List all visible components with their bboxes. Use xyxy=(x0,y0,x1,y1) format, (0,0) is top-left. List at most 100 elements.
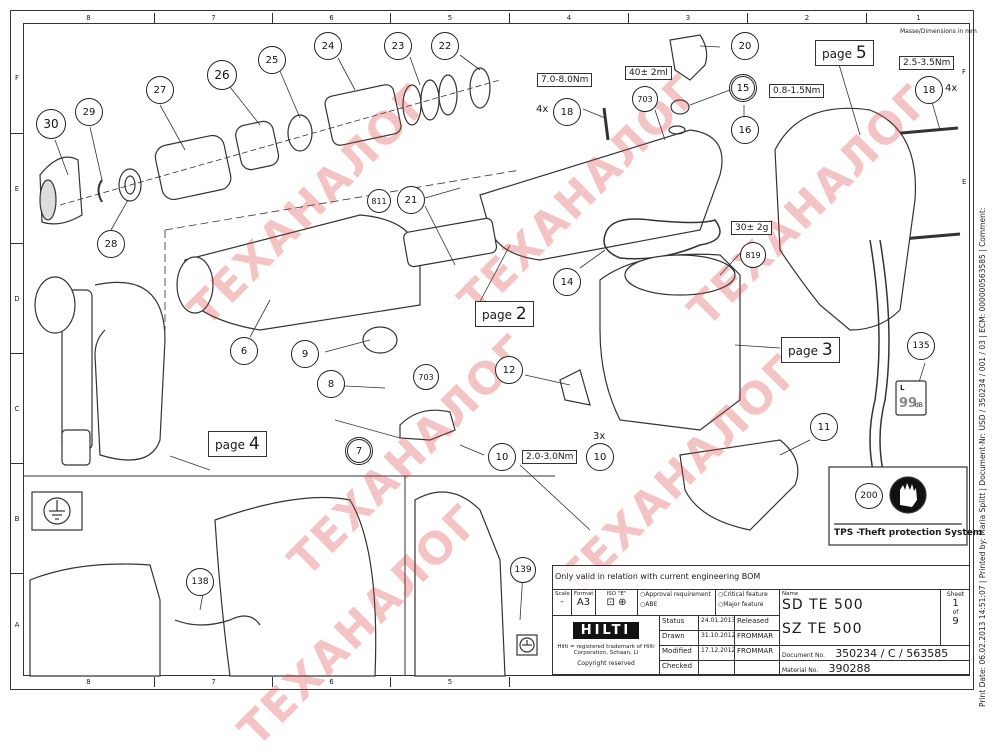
callout-28: 28 xyxy=(97,230,125,258)
sheet-cell: Sheet 1 of 9 xyxy=(941,590,970,646)
zone-row-f-right: F xyxy=(962,68,967,76)
zone-col-3: 3 xyxy=(629,13,748,23)
brand-cell: HILTI Hilti = registered trademark of Hi… xyxy=(553,616,660,675)
callout-6: 6 xyxy=(230,337,258,365)
sheet-number: 1 xyxy=(952,598,959,609)
modified-label: Modified xyxy=(660,646,699,661)
callout-26: 26 xyxy=(207,60,237,90)
name-cell: Name SD TE 500 SZ TE 500 xyxy=(780,590,941,646)
sheet-total: 9 xyxy=(952,616,959,627)
iso-cell: ISO "E" ⊡ ⊕ xyxy=(596,590,638,616)
part-22-oring xyxy=(469,67,491,109)
sheet-of: of xyxy=(952,609,959,616)
sheet-label: Sheet xyxy=(946,591,965,598)
page-ref-4[interactable]: page 4 xyxy=(208,431,267,457)
iso-projection-icon: ⊡ ⊕ xyxy=(606,597,627,608)
product-name-1: SD TE 500 xyxy=(782,597,864,613)
zone-row-c: C xyxy=(11,354,23,464)
detail-handle-middle xyxy=(214,496,377,677)
page-ref-5[interactable]: page 5 xyxy=(815,40,874,66)
zone-col-5-bottom: 5 xyxy=(391,677,510,687)
approval-radio[interactable]: ○ xyxy=(640,591,646,598)
gear-housing xyxy=(479,129,723,261)
checked-label: Checked xyxy=(660,661,699,675)
page-ref-number: 4 xyxy=(248,434,260,454)
material-number-value: 390288 xyxy=(828,662,871,675)
qty-10: 3x xyxy=(593,431,606,442)
callout-8: 8 xyxy=(317,370,345,398)
zone-ruler-top: 8 7 6 5 4 3 2 1 xyxy=(23,13,970,23)
part-9-ring xyxy=(362,326,398,354)
part-18-screw-right xyxy=(889,126,959,136)
major-feature-radio[interactable]: ○ xyxy=(718,601,724,608)
drawn-date: 31.10.2012 xyxy=(699,631,735,646)
page-ref-2[interactable]: page 2 xyxy=(475,301,534,327)
trademark-note: Hilti = registered trademark of Hilti Co… xyxy=(557,644,655,656)
callout-138: 138 xyxy=(186,568,214,596)
zone-row-e-right: E xyxy=(962,178,967,186)
drawing-outer-frame xyxy=(10,10,974,690)
part-25-ring xyxy=(287,114,313,152)
part-24-mechanism xyxy=(324,84,402,146)
document-number-value: 350234 / C / 563585 xyxy=(835,647,949,660)
callout-16: 16 xyxy=(731,116,759,144)
callout-24: 24 xyxy=(314,32,342,60)
format-cell: Format A3 xyxy=(572,590,596,616)
product-name-2: SZ TE 500 xyxy=(782,621,863,637)
callout-20: 20 xyxy=(731,32,759,60)
page-ref-label: page xyxy=(822,47,852,61)
callout-23: 23 xyxy=(384,32,412,60)
page-ref-label: page xyxy=(788,344,818,358)
checked-date xyxy=(699,661,735,675)
tps-caption: TPS -Theft protection System xyxy=(834,528,983,538)
page-ref-number: 3 xyxy=(821,340,833,360)
detail-gearbox-left xyxy=(29,563,161,677)
page-ref-label: page xyxy=(482,308,512,322)
zone-col-1: 1 xyxy=(916,14,921,22)
print-info: Print Date: 06.02.2013 14:51:07 | Printe… xyxy=(978,207,987,707)
callout-18-right: 18 xyxy=(915,76,943,104)
rear-handle xyxy=(774,107,917,331)
callout-22: 22 xyxy=(431,32,459,60)
part-12-label xyxy=(559,369,591,406)
critical-feature-label: Critical feature xyxy=(723,591,768,598)
zone-row-e: E xyxy=(11,134,23,244)
scale-cell: Scale - xyxy=(553,590,572,616)
torque-spec-18-left: 7.0-8.0Nm xyxy=(537,73,593,87)
part-135-noise-label xyxy=(895,380,927,416)
abe-radio[interactable]: ○ xyxy=(640,601,646,608)
feature-cell: ○Critical feature ○Major feature xyxy=(716,590,780,616)
exploded-view-artwork xyxy=(23,34,968,677)
torque-spec-15: 0.8-1.5Nm xyxy=(769,84,825,98)
callout-14: 14 xyxy=(553,268,581,296)
validity-note: Only valid in relation with current engi… xyxy=(553,566,970,590)
zone-row-a: A xyxy=(14,621,20,629)
dimensions-note: Masse/Dimensions in mm xyxy=(900,28,977,35)
callout-11: 11 xyxy=(810,413,838,441)
copyright-note: Copyright reserved xyxy=(577,660,635,667)
approval-cell: ○Approval requirement ○ABE xyxy=(638,590,716,616)
part-29-ring xyxy=(97,179,103,203)
zone-ruler-right: F E xyxy=(962,23,972,323)
callout-27: 27 xyxy=(146,76,174,104)
critical-feature-radio[interactable]: ○ xyxy=(718,591,724,598)
status-date: 24.01.2013 xyxy=(699,616,735,631)
callout-25: 25 xyxy=(258,46,286,74)
page-ref-number: 2 xyxy=(515,304,527,324)
status-label: Status xyxy=(660,616,699,631)
zone-col-8-bottom: 8 xyxy=(23,677,155,687)
zone-col-7: 7 xyxy=(155,13,273,23)
zone-row-b: B xyxy=(11,464,23,574)
scale-value: - xyxy=(560,597,564,607)
callout-811: 811 xyxy=(367,189,391,213)
drawn-label: Drawn xyxy=(660,631,699,646)
part-7-knob xyxy=(399,409,456,441)
part-30-bore xyxy=(39,179,57,221)
part-18-screw-left xyxy=(602,107,610,141)
grease-spec-703: 40± 2ml xyxy=(625,66,672,80)
callout-135: 135 xyxy=(907,332,935,360)
zone-row-f: F xyxy=(11,23,23,134)
callout-703-top: 703 xyxy=(632,86,658,112)
motor-housing xyxy=(599,253,741,431)
page-ref-3[interactable]: page 3 xyxy=(781,337,840,363)
